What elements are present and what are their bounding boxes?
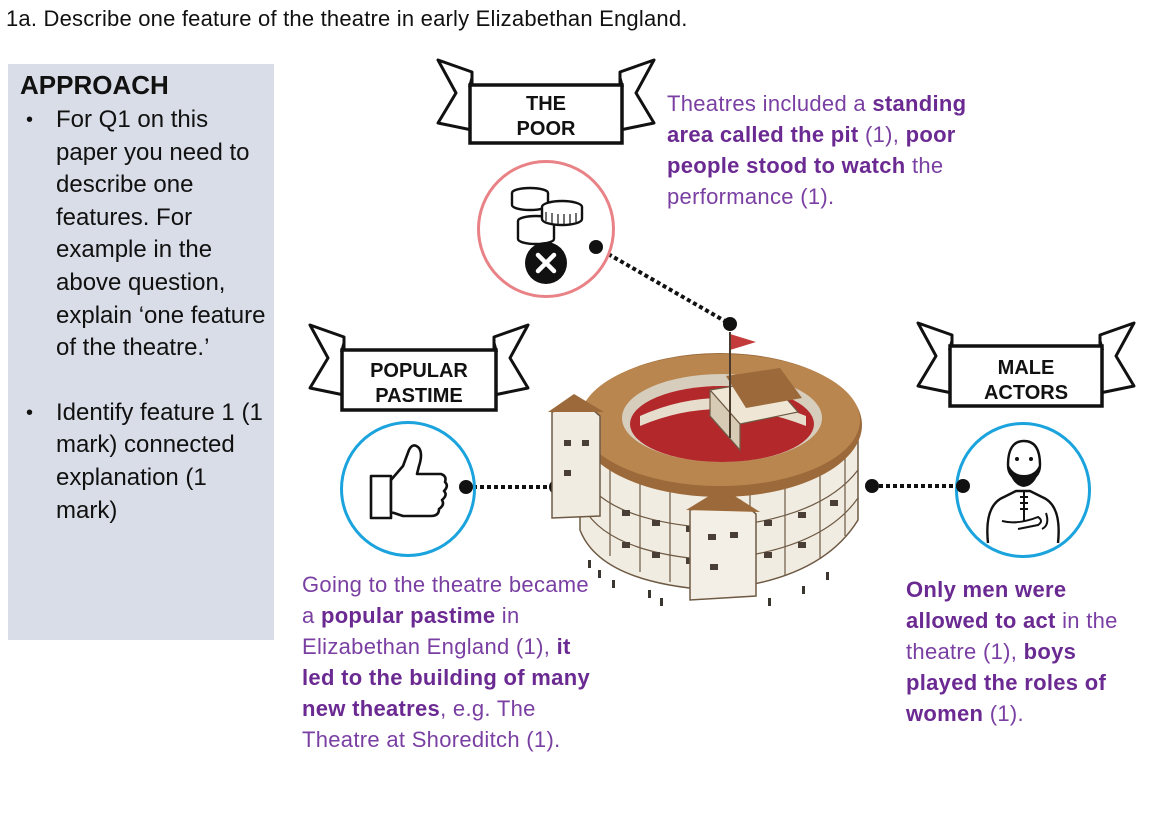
connector-dot [723, 317, 737, 331]
pastime-description: Going to the theatre became a popular pa… [302, 572, 590, 752]
question-text: 1a. Describe one feature of the theatre … [6, 6, 688, 31]
approach-panel: APPROACH For Q1 on this paper you need t… [8, 64, 274, 640]
banner-label: MALE ACTORS [983, 357, 1069, 404]
approach-bullets: For Q1 on this paper you need to describ… [20, 104, 266, 559]
actors-description: Only men were allowed to act in the thea… [906, 577, 1118, 726]
approach-title: APPROACH [20, 70, 169, 100]
connector-dot [459, 480, 473, 494]
poor-icon-circle [477, 160, 615, 298]
connector-dot [865, 479, 879, 493]
approach-bullet: For Q1 on this paper you need to describ… [20, 104, 266, 365]
banner-male-actors: MALE ACTORS [916, 320, 1136, 410]
banner-popular-pastime: POPULAR PASTIME [308, 322, 530, 414]
globe-theatre-illustration [548, 332, 862, 606]
banner-label: THE POOR [516, 93, 576, 140]
connector-dot [589, 240, 603, 254]
banner-the-poor: THE POOR [436, 57, 656, 147]
banner-label: POPULAR PASTIME [370, 360, 468, 407]
connector-dot [956, 479, 970, 493]
coins-with-cross-icon [510, 186, 584, 284]
actors-icon-circle [955, 422, 1091, 558]
poor-description: Theatres included a standing area called… [667, 91, 967, 209]
bearded-man-icon [986, 439, 1060, 544]
approach-bullet: Identify feature 1 (1 mark) connected ex… [20, 397, 266, 527]
thumbs-up-icon [369, 444, 449, 520]
pastime-icon-circle [340, 421, 476, 557]
